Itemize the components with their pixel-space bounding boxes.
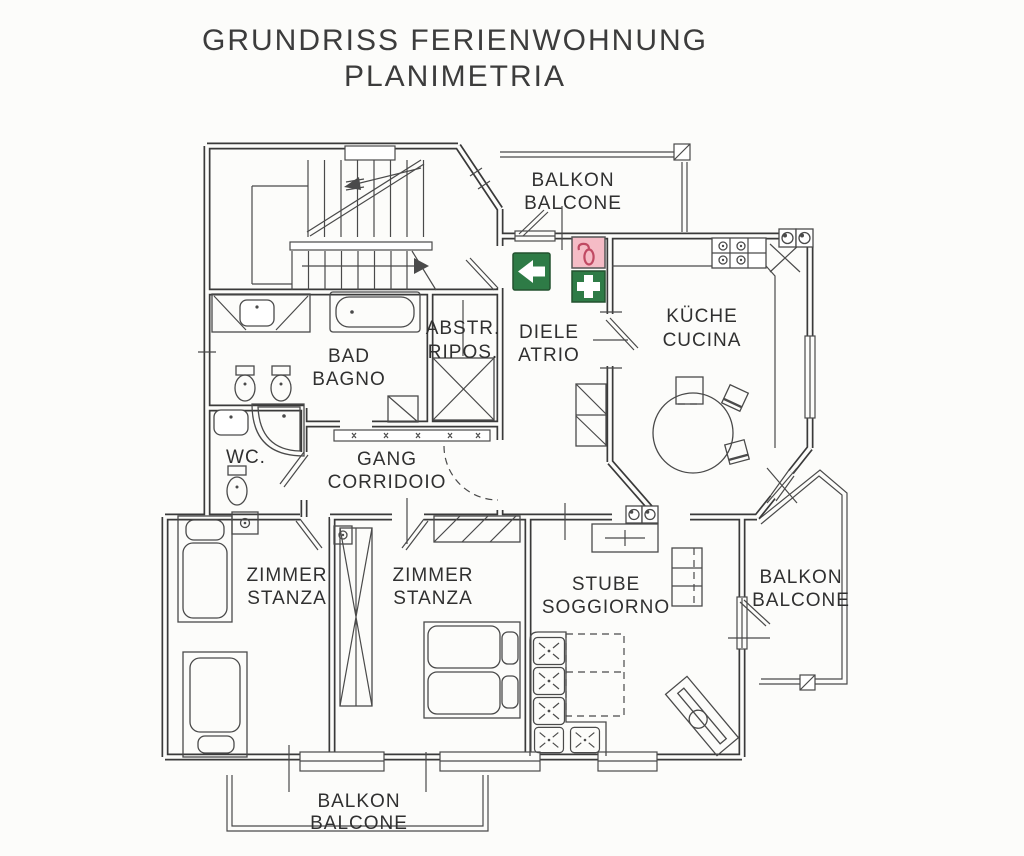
room-label-balkon-top-line2: BALCONE [524, 193, 622, 214]
fire-extinguisher-icon [571, 236, 606, 269]
bidet [234, 365, 256, 402]
sofa-outline [529, 631, 607, 756]
bed-frame [177, 515, 233, 623]
first-aid-cross-icon [571, 270, 606, 303]
vanity-counter [211, 293, 311, 333]
kitchen-table [652, 392, 734, 474]
room-label-stube-line1: STUBE [572, 574, 640, 595]
sideboard [591, 523, 659, 553]
kitchen-sink [778, 228, 814, 248]
bedroom-left-furniture [177, 511, 259, 758]
pillow [197, 735, 235, 754]
room-label-kueche-line2: CUCINA [663, 330, 742, 351]
room-label-diele-line2: ATRIO [518, 345, 580, 366]
bath-shelf [387, 395, 419, 423]
tiled-stove [625, 505, 659, 524]
tv-board [664, 675, 740, 757]
exit-arrow-icon [512, 252, 551, 291]
balcony-railings [226, 143, 848, 832]
storage-room-fittings [432, 300, 495, 421]
pillow [185, 519, 225, 541]
bedroom-middle-furniture [333, 515, 521, 719]
page-title-line1: GRUNDRISS FERIENWOHNUNG [202, 24, 708, 57]
toilet [270, 365, 292, 402]
leader-lines [198, 206, 770, 792]
coffee-table [565, 633, 625, 717]
stove [711, 237, 767, 269]
room-label-balkon-rechts-line1: BALKON [759, 567, 842, 588]
window-sills [299, 230, 816, 772]
kitchen-fittings [612, 228, 814, 474]
coat-rack [333, 429, 491, 442]
doors [279, 209, 771, 627]
room-label-gang-line2: CORRIDOIO [328, 472, 447, 493]
living-room-furniture [529, 505, 740, 757]
bathroom-sink [239, 299, 275, 327]
room-label-zimmer-mitte-line2: STANZA [393, 588, 473, 609]
room-label-balkon-top-line1: BALKON [531, 170, 614, 191]
room-label-zimmer-links-line1: ZIMMER [247, 565, 328, 586]
room-label-balkon-unten-line2: BALCONE [310, 813, 408, 834]
room-label-zimmer-links-line2: STANZA [247, 588, 327, 609]
room-label-stube-line2: SOGGIORNO [542, 597, 670, 618]
double-bed-frame [423, 621, 521, 719]
page-title-line2: PLANIMETRIA [344, 60, 566, 93]
pillow [501, 675, 519, 709]
room-label-abstellraum-line2: RIPOS. [428, 342, 498, 363]
room-label-diele-line1: DIELE [519, 322, 579, 343]
wc-sink [213, 409, 249, 436]
room-label-bad-line2: BAGNO [312, 369, 386, 390]
room-label-bad-line1: BAD [328, 346, 370, 367]
switch [333, 525, 353, 545]
wc-fixtures [213, 403, 305, 506]
wall-pillar [344, 145, 396, 161]
nightstand [231, 511, 259, 535]
room-label-gang-line1: GANG [357, 449, 417, 470]
corridor-fittings [333, 429, 491, 442]
room-label-kueche-line1: KÜCHE [666, 306, 738, 327]
corner-cabinet [769, 243, 801, 273]
wardrobe-top [433, 515, 521, 543]
storage-shelf [432, 357, 495, 421]
door-swing-arc [443, 445, 499, 501]
chair [721, 384, 749, 412]
room-label-balkon-unten-line1: BALKON [317, 791, 400, 812]
mattress [182, 542, 228, 619]
mattress [427, 671, 501, 715]
room-label-balkon-rechts-line2: BALCONE [752, 590, 850, 611]
mattress [189, 657, 241, 733]
shower [251, 403, 305, 457]
stairwell [251, 159, 437, 291]
shelf [671, 547, 703, 607]
bed-frame [182, 651, 248, 758]
room-label-abstellraum-line1: ABSTR. [426, 318, 501, 339]
stair-arrow-down [414, 258, 429, 274]
bathroom-fixtures [211, 291, 421, 423]
bathtub [329, 291, 421, 333]
pillow [501, 631, 519, 665]
wc-toilet [226, 465, 248, 506]
tray [675, 376, 704, 405]
hall-wardrobe [575, 383, 607, 447]
mattress [427, 625, 501, 669]
stair-landing-rail [289, 241, 433, 251]
room-label-zimmer-mitte-line1: ZIMMER [393, 565, 474, 586]
room-label-wc: WC. [226, 447, 266, 468]
